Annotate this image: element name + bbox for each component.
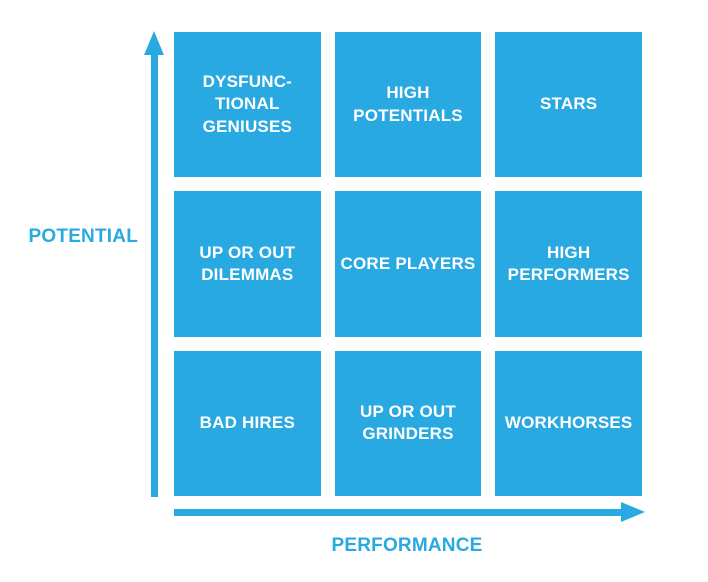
matrix-cell-up-or-out-dilemmas: UP OR OUT DILEMMAS [174,191,321,337]
matrix-cell-label: DYSFUNC- TIONAL GENIUSES [202,72,293,136]
matrix-cell-bad-hires: BAD HIRES [174,350,321,496]
y-axis-arrow-line [151,54,158,497]
matrix-cell-label: HIGH POTENTIALS [353,83,463,125]
matrix-cell-workhorses: WORKHORSES [495,350,642,496]
matrix-grid: DYSFUNC- TIONAL GENIUSES HIGH POTENTIALS… [174,32,642,496]
matrix-cell-label: STARS [539,94,598,114]
matrix-cell-label: CORE PLAYERS [340,253,476,273]
matrix-cell-high-potentials: HIGH POTENTIALS [334,32,482,178]
matrix-cell-stars: STARS [495,32,642,178]
matrix-cell-label: BAD HIRES [199,413,295,433]
matrix-cell-label: WORKHORSES [504,413,633,433]
x-axis-label: PERFORMANCE [331,535,483,556]
matrix-cell-dysfunctional-geniuses: DYSFUNC- TIONAL GENIUSES [174,32,321,178]
x-axis-arrowhead-icon [621,502,645,522]
y-axis-arrowhead-icon [144,31,164,55]
matrix-cell-label: UP OR OUT DILEMMAS [199,242,296,284]
matrix-cell-core-players: CORE PLAYERS [334,191,482,337]
matrix-cell-high-performers: HIGH PERFORMERS [495,191,642,337]
y-axis-label: POTENTIAL [28,226,138,247]
matrix-cell-label: UP OR OUT GRINDERS [360,401,456,444]
matrix-cell-label: HIGH PERFORMERS [507,242,630,284]
matrix-cell-up-or-out-grinders: UP OR OUT GRINDERS [334,350,482,496]
x-axis-arrow-line [174,509,621,516]
